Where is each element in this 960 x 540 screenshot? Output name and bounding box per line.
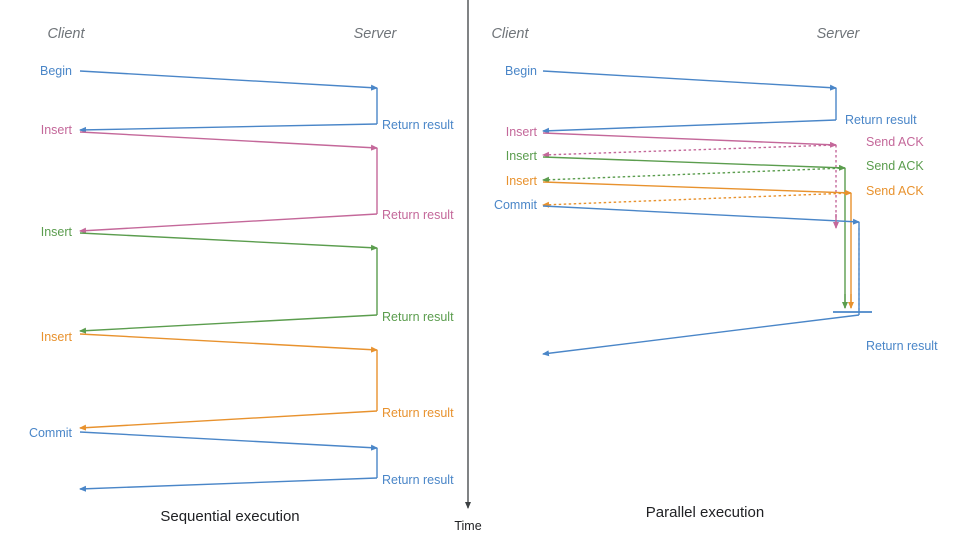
reply-arrow-parallel-1 (542, 144, 837, 158)
reply-arrow-sequential-3 (79, 410, 378, 431)
sequential-server-header: Server (354, 26, 398, 42)
request-arrow-parallel-2 (542, 156, 846, 171)
server-reply-label-parallel-0: Return result (845, 113, 917, 127)
server-reply-label-sequential-0: Return result (382, 118, 454, 132)
sequential-caption: Sequential execution (160, 508, 299, 525)
request-arrow-parallel-3 (542, 181, 852, 196)
client-message-label-parallel-1: Insert (506, 125, 538, 139)
client-message-label-parallel-3: Insert (506, 174, 538, 188)
reply-arrow-sequential-2 (79, 314, 378, 334)
sequential-arrows (79, 70, 378, 492)
reply-arrow-sequential-0 (79, 123, 378, 133)
server-reply-label-parallel-4: Return result (866, 339, 938, 353)
request-arrow-sequential-0 (79, 70, 378, 91)
parallel-server-header: Server (817, 26, 861, 42)
time-axis-label: Time (454, 519, 481, 533)
client-message-label-parallel-4: Commit (494, 198, 538, 212)
client-message-label-parallel-2: Insert (506, 149, 538, 163)
server-reply-label-sequential-1: Return result (382, 208, 454, 222)
parallel-arrows (542, 70, 872, 357)
server-reply-label-sequential-3: Return result (382, 406, 454, 420)
request-arrow-sequential-2 (79, 232, 378, 251)
request-arrow-sequential-4 (79, 431, 378, 451)
time-axis: Time (454, 0, 482, 533)
reply-arrow-parallel-0 (542, 119, 837, 134)
request-arrow-parallel-1 (542, 132, 837, 148)
reply-arrow-sequential-1 (79, 213, 378, 234)
request-arrow-sequential-3 (79, 333, 378, 353)
client-message-label-sequential-4: Commit (29, 426, 73, 440)
client-message-label-sequential-3: Insert (41, 330, 73, 344)
server-reply-label-parallel-2: Send ACK (866, 159, 924, 173)
reply-arrow-parallel-4 (542, 314, 860, 357)
parallel-caption: Parallel execution (646, 504, 764, 521)
server-reply-label-parallel-1: Send ACK (866, 135, 924, 149)
request-arrow-parallel-0 (542, 70, 837, 91)
client-message-label-sequential-2: Insert (41, 225, 73, 239)
reply-arrow-parallel-3 (542, 192, 852, 208)
client-message-label-parallel-0: Begin (505, 64, 537, 78)
reply-arrow-sequential-4 (79, 477, 378, 492)
server-reply-label-parallel-3: Send ACK (866, 184, 924, 198)
request-arrow-sequential-1 (79, 131, 378, 151)
parallel-client-header: Client (491, 26, 529, 42)
sequential-client-header: Client (47, 26, 85, 42)
client-message-label-sequential-1: Insert (41, 123, 73, 137)
reply-arrow-parallel-2 (542, 167, 846, 183)
request-arrow-parallel-4 (542, 205, 860, 225)
server-reply-label-sequential-4: Return result (382, 473, 454, 487)
client-message-label-sequential-0: Begin (40, 64, 72, 78)
server-reply-label-sequential-2: Return result (382, 310, 454, 324)
